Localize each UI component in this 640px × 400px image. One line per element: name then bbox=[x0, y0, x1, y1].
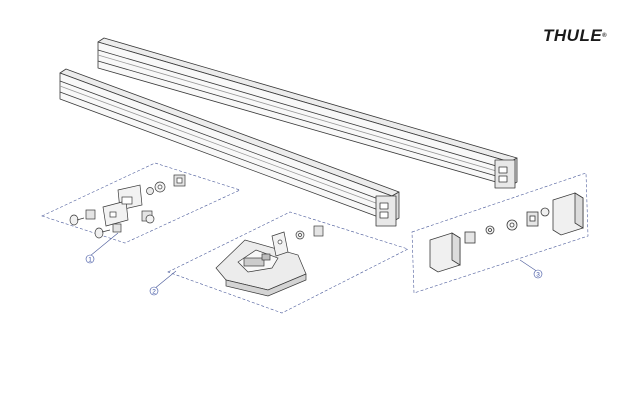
callout-1: 1 bbox=[85, 232, 119, 264]
end-caps bbox=[429, 192, 584, 273]
mounting-bracket bbox=[69, 174, 186, 239]
group-2-outline bbox=[167, 211, 409, 314]
callout-2: 2 bbox=[149, 270, 177, 296]
callout-3-number: 3 bbox=[536, 272, 540, 279]
trademark-symbol: ® bbox=[602, 33, 608, 39]
foot-pad bbox=[215, 225, 324, 297]
callout-3: 3 bbox=[519, 259, 543, 279]
callout-1-number: 1 bbox=[88, 257, 92, 264]
group-3-outline bbox=[411, 172, 589, 294]
rear-rail bbox=[97, 37, 518, 189]
thule-logo: THULE® bbox=[543, 26, 607, 46]
callout-2-number: 2 bbox=[152, 289, 156, 296]
front-rail bbox=[59, 68, 400, 227]
brand-name: THULE bbox=[543, 26, 603, 45]
